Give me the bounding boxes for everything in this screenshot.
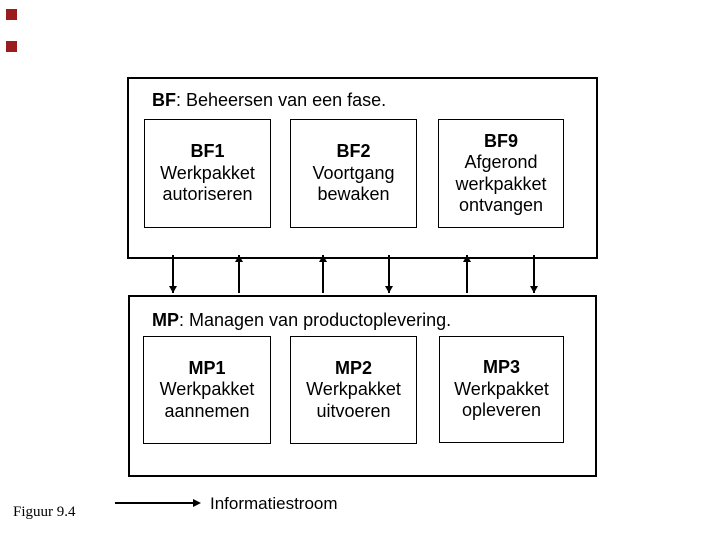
flow-arrow-icon — [235, 255, 243, 293]
process-box-title: MP3 — [482, 357, 520, 378]
process-box-title: BF2 — [336, 141, 371, 162]
process-box-title: BF9 — [483, 130, 518, 151]
bf-title-text: : Beheersen van een fase. — [176, 90, 387, 110]
process-box-line: aannemen — [164, 400, 250, 421]
flow-arrow-icon — [463, 255, 471, 293]
process-box-line: Werkpakket — [160, 162, 255, 183]
legend-arrowhead-icon — [193, 499, 201, 507]
process-box-line: ontvangen — [458, 195, 544, 215]
flow-arrow-icon — [169, 255, 177, 293]
mp-title-code: MP — [152, 310, 179, 330]
bf-section-box: BF: Beheersen van een fase. BF1 Werkpakk… — [127, 77, 598, 259]
process-box-line: autoriseren — [162, 184, 253, 205]
process-box-bf1: BF1 Werkpakket autoriseren — [144, 119, 271, 228]
process-box-line: Werkpakket — [454, 378, 549, 399]
process-box-mp3: MP3 Werkpakket opleveren — [439, 336, 564, 443]
figure-caption: Figuur 9.4 — [13, 504, 76, 520]
process-box-bf9: BF9 Afgerond werkpakket ontvangen — [438, 119, 564, 228]
flow-arrow-icon — [319, 255, 327, 293]
process-box-line: werkpakket — [455, 173, 547, 194]
process-box-line: Werkpakket — [306, 379, 401, 400]
legend-arrow-icon — [115, 502, 193, 504]
mp-section-title: MP: Managen van productoplevering. — [152, 309, 451, 331]
bf-section-title: BF: Beheersen van een fase. — [152, 89, 386, 111]
process-box-line: opleveren — [461, 400, 542, 421]
process-box-title: MP2 — [334, 357, 372, 378]
mp-section-box: MP: Managen van productoplevering. MP1 W… — [128, 295, 597, 477]
flow-arrow-icon — [385, 255, 393, 293]
process-box-line: Voortgang — [312, 162, 395, 183]
bf-title-code: BF — [152, 90, 176, 110]
red-bullet-square — [6, 9, 17, 20]
red-bullet-square — [6, 41, 17, 52]
process-box-line: Werkpakket — [159, 379, 255, 400]
legend-label: Informatiestroom — [210, 494, 338, 513]
process-box-line: Afgerond — [464, 152, 538, 172]
process-box-title: MP1 — [188, 357, 226, 378]
process-box-mp1: MP1 Werkpakket aannemen — [143, 336, 271, 444]
process-box-mp2: MP2 Werkpakket uitvoeren — [290, 336, 417, 444]
process-box-bf2: BF2 Voortgang bewaken — [290, 119, 417, 228]
mp-title-text: : Managen van productoplevering. — [179, 310, 452, 330]
process-box-title: BF1 — [190, 141, 225, 162]
process-box-line: bewaken — [317, 184, 390, 205]
flow-arrow-icon — [530, 255, 538, 293]
process-box-line: uitvoeren — [316, 400, 391, 421]
